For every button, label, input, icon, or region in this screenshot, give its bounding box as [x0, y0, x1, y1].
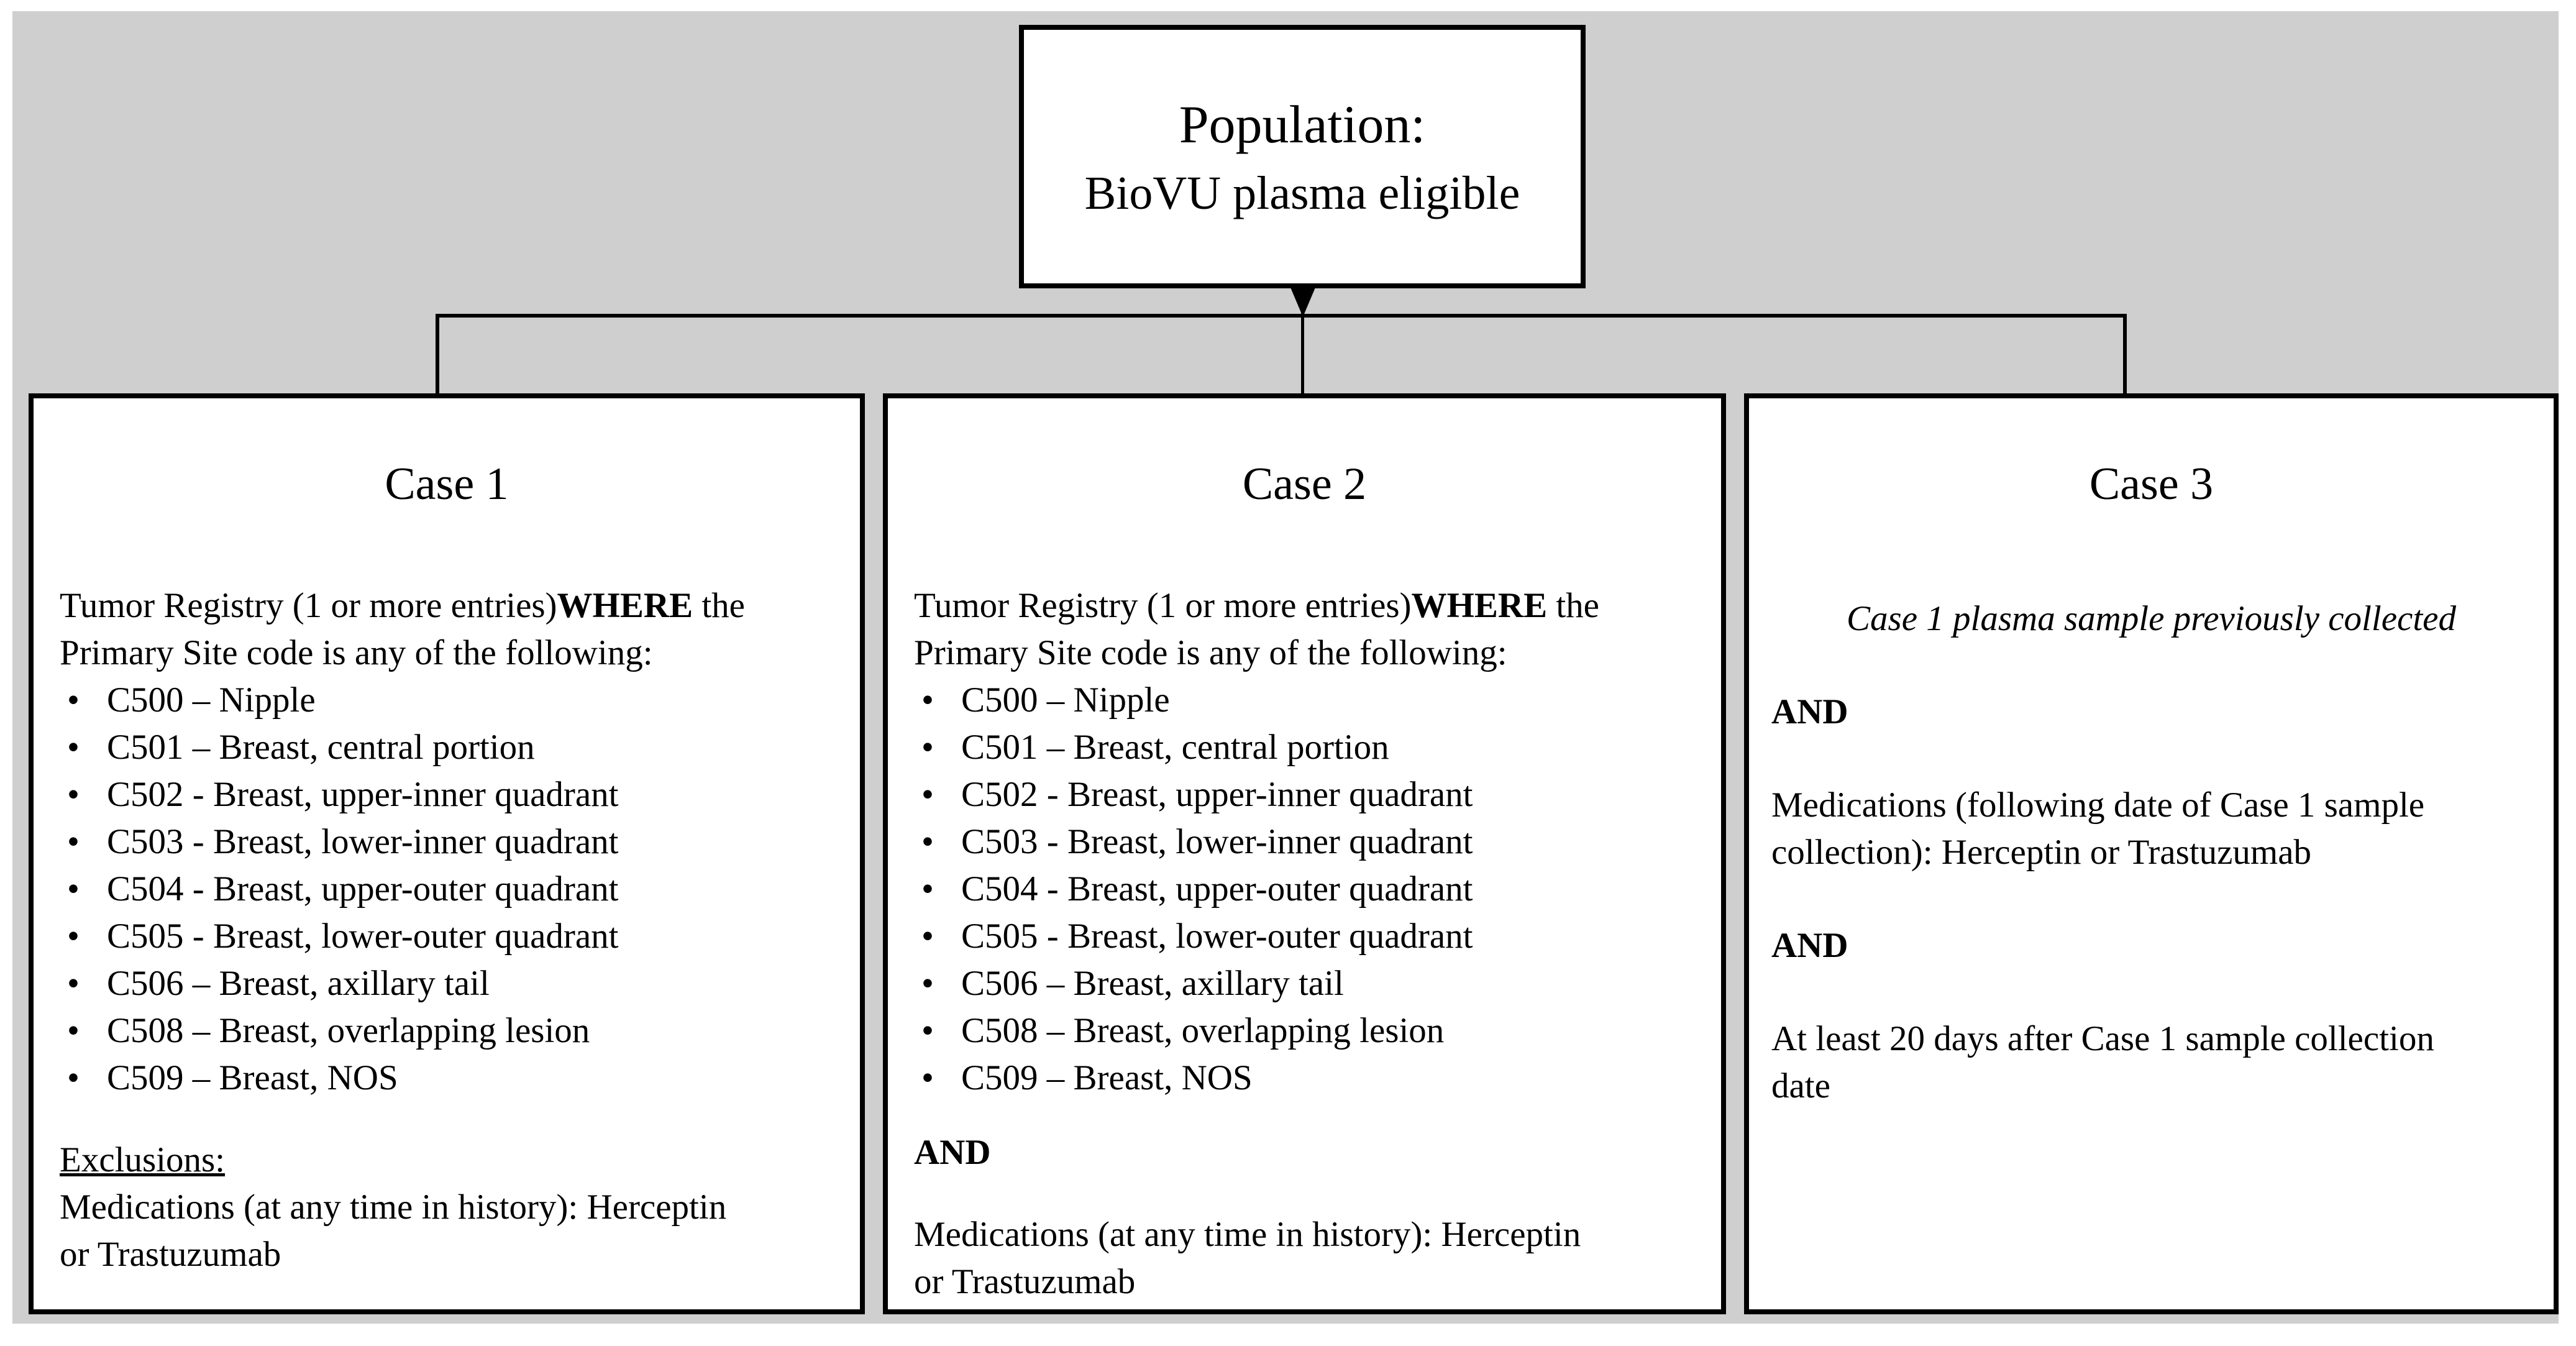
- case1-intro-pre: Tumor Registry (1 or more entries): [60, 586, 557, 625]
- case1-intro-after: the: [693, 586, 745, 625]
- list-item: C500 – Nipple: [914, 677, 1695, 724]
- case2-medications-line1: Medications (at any time in history): He…: [914, 1215, 1581, 1254]
- where-keyword: WHERE: [557, 586, 693, 625]
- exclusions-label: Exclusions:: [60, 1140, 225, 1179]
- list-item: C506 – Breast, axillary tail: [60, 960, 834, 1007]
- case2-intro: Tumor Registry (1 or more entries)WHERE …: [914, 582, 1695, 677]
- and-operator: AND: [1771, 926, 1848, 965]
- list-item: C509 – Breast, NOS: [60, 1055, 834, 1102]
- case1-exclusions-line1: Medications (at any time in history): He…: [60, 1188, 727, 1227]
- case3-medications-line2: collection): Herceptin or Trastuzumab: [1771, 833, 2312, 872]
- population-node: Population: BioVU plasma eligible: [1019, 25, 1586, 288]
- list-item: C503 - Breast, lower-inner quadrant: [60, 818, 834, 866]
- list-item: C502 - Breast, upper-inner quadrant: [60, 771, 834, 818]
- case3-timing-line2: date: [1771, 1066, 1830, 1106]
- case2-site-code-list: C500 – Nipple C501 – Breast, central por…: [914, 677, 1695, 1102]
- list-item: C508 – Breast, overlapping lesion: [60, 1007, 834, 1055]
- case3-body: Case 1 plasma sample previously collecte…: [1749, 595, 2554, 1110]
- case3-timing-line1: At least 20 days after Case 1 sample col…: [1771, 1019, 2434, 1058]
- and-operator: AND: [1771, 692, 1848, 731]
- list-item: C501 – Breast, central portion: [914, 724, 1695, 771]
- connector-vertical-left: [436, 314, 439, 393]
- case1-intro: Tumor Registry (1 or more entries)WHERE …: [60, 582, 834, 677]
- list-item: C503 - Breast, lower-inner quadrant: [914, 818, 1695, 866]
- case2-medications-line2: or Trastuzumab: [914, 1262, 1136, 1301]
- case3-medications-line1: Medications (following date of Case 1 sa…: [1771, 785, 2425, 825]
- case3-title: Case 3: [2089, 459, 2214, 510]
- list-item: C508 – Breast, overlapping lesion: [914, 1007, 1695, 1055]
- where-keyword: WHERE: [1411, 586, 1548, 625]
- population-title: Population:: [1179, 94, 1426, 154]
- connector-vertical-right: [2123, 314, 2127, 393]
- case3-condition: Case 1 plasma sample previously collecte…: [1847, 599, 2456, 638]
- connector-vertical-center: [1301, 288, 1304, 393]
- and-operator: AND: [914, 1133, 991, 1172]
- case1-exclusions-line2: or Trastuzumab: [60, 1235, 281, 1274]
- case2-intro-after: the: [1547, 586, 1599, 625]
- case1-title: Case 1: [385, 459, 509, 510]
- case2-medications: Medications (at any time in history): He…: [914, 1211, 1695, 1306]
- case2-intro-line2: Primary Site code is any of the followin…: [914, 633, 1507, 672]
- list-item: C505 - Breast, lower-outer quadrant: [60, 913, 834, 960]
- arrow-down-icon: [1289, 285, 1317, 317]
- list-item: C505 - Breast, lower-outer quadrant: [914, 913, 1695, 960]
- list-item: C500 – Nipple: [60, 677, 834, 724]
- case3-node: Case 3 Case 1 plasma sample previously c…: [1744, 393, 2559, 1314]
- case1-node: Case 1 Tumor Registry (1 or more entries…: [29, 393, 865, 1314]
- case1-intro-line2: Primary Site code is any of the followin…: [60, 633, 653, 672]
- case1-body: Tumor Registry (1 or more entries)WHERE …: [34, 582, 860, 1278]
- case2-title: Case 2: [1242, 459, 1367, 510]
- connector-horizontal: [436, 314, 2127, 318]
- list-item: C504 - Breast, upper-outer quadrant: [60, 866, 834, 913]
- case2-intro-pre: Tumor Registry (1 or more entries): [914, 586, 1412, 625]
- population-subtitle: BioVU plasma eligible: [1084, 167, 1520, 219]
- case2-body: Tumor Registry (1 or more entries)WHERE …: [888, 582, 1721, 1306]
- case1-exclusions: Exclusions: Medications (at any time in h…: [60, 1137, 834, 1278]
- case1-site-code-list: C500 – Nipple C501 – Breast, central por…: [60, 677, 834, 1102]
- case3-medications: Medications (following date of Case 1 sa…: [1771, 782, 2531, 876]
- list-item: C506 – Breast, axillary tail: [914, 960, 1695, 1007]
- list-item: C504 - Breast, upper-outer quadrant: [914, 866, 1695, 913]
- case2-node: Case 2 Tumor Registry (1 or more entries…: [883, 393, 1726, 1314]
- list-item: C502 - Breast, upper-inner quadrant: [914, 771, 1695, 818]
- list-item: C501 – Breast, central portion: [60, 724, 834, 771]
- list-item: C509 – Breast, NOS: [914, 1055, 1695, 1102]
- case3-timing: At least 20 days after Case 1 sample col…: [1771, 1015, 2531, 1110]
